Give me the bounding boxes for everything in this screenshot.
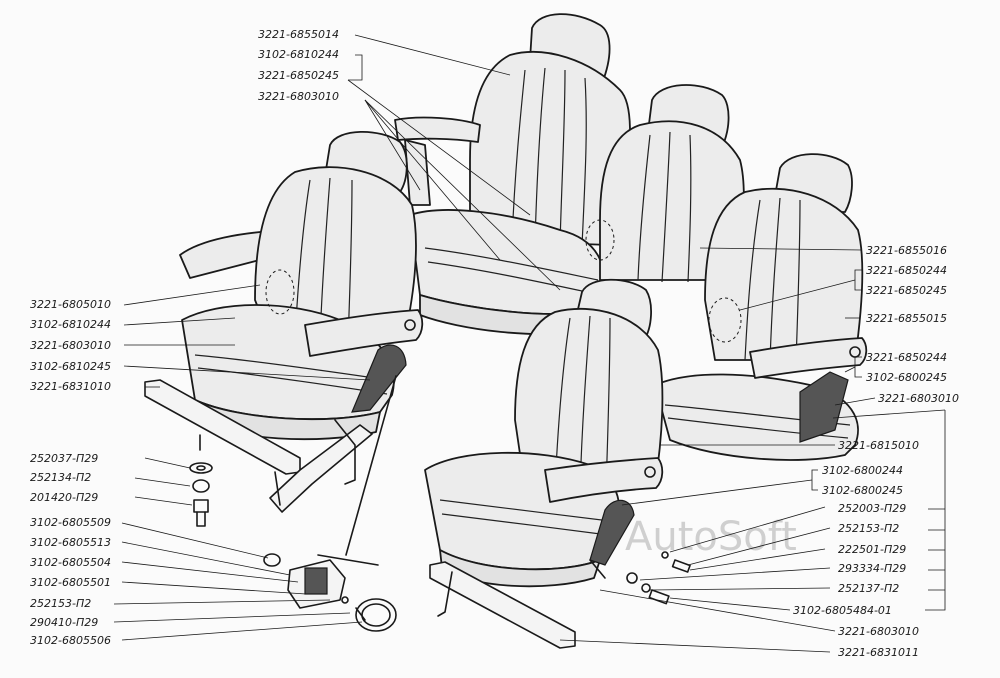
part-label: 3102-6800245 (822, 484, 903, 497)
part-label: 3221-6805010 (30, 298, 111, 311)
part-label: 252134-П2 (30, 471, 91, 484)
part-label: 252037-П29 (30, 452, 98, 465)
part-label: 293334-П29 (838, 562, 906, 575)
part-label: 3102-6805501 (30, 576, 111, 589)
part-label: 3102-6805506 (30, 634, 111, 647)
exploded-hardware (189, 375, 397, 632)
part-label: 252153-П2 (838, 522, 899, 535)
part-label: 3102-6800245 (866, 371, 947, 384)
part-label: 222501-П29 (838, 543, 906, 556)
top-labels: 3221-6855014 3102-6810244 3221-6850245 3… (258, 28, 339, 103)
part-label: 3221-6850244 (866, 351, 947, 364)
part-label: 3102-6810245 (30, 360, 111, 373)
part-label: 3221-6803010 (30, 339, 111, 352)
part-label: 3102-6805484-01 (793, 604, 892, 617)
part-label: 3221-6815010 (838, 439, 919, 452)
part-label: 3221-6803010 (838, 625, 919, 638)
part-label: 3221-6855015 (866, 312, 947, 325)
part-label: 3221-6850245 (258, 69, 339, 82)
right-front-seat (424, 278, 691, 649)
left-front-seat (144, 130, 424, 513)
part-label: 3221-6803010 (258, 90, 339, 103)
part-label: 3221-6831011 (838, 646, 919, 659)
part-label: 3102-6805504 (30, 556, 111, 569)
part-label: 252137-П2 (838, 582, 899, 595)
part-label: 290410-П29 (30, 616, 98, 629)
watermark-text: AutoSoft (625, 514, 797, 560)
part-label: 3221-6803010 (878, 392, 959, 405)
part-label: 3221-6855014 (258, 28, 339, 41)
part-label: 3221-6855016 (866, 244, 947, 257)
right-labels: 3221-6855016 3221-6850244 3221-6850245 3… (793, 244, 959, 659)
middle-right-seats (585, 84, 868, 461)
part-label: 3221-6850245 (866, 284, 947, 297)
part-label: 3102-6810244 (30, 318, 111, 331)
part-label: 252003-П29 (838, 502, 906, 515)
left-labels: 3221-6805010 3102-6810244 3221-6803010 3… (30, 298, 111, 647)
part-label: 3102-6810244 (258, 48, 339, 61)
part-label: 3221-6831010 (30, 380, 111, 393)
leader-lines (113, 34, 946, 653)
part-label: 201420-П29 (30, 491, 98, 504)
part-label: 3102-6800244 (822, 464, 903, 477)
part-label: 252153-П2 (30, 597, 91, 610)
part-label: 3102-6805513 (30, 536, 111, 549)
part-label: 3102-6805509 (30, 516, 111, 529)
part-label: 3221-6850244 (866, 264, 947, 277)
